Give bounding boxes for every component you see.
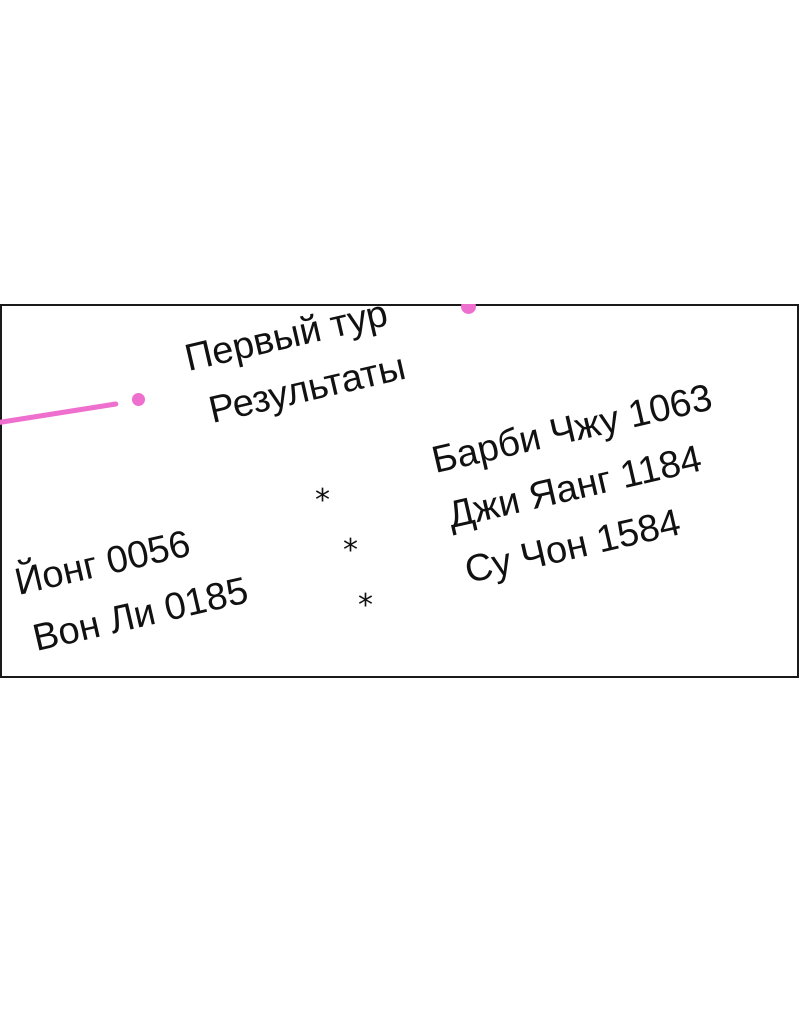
results-panel <box>0 304 799 678</box>
